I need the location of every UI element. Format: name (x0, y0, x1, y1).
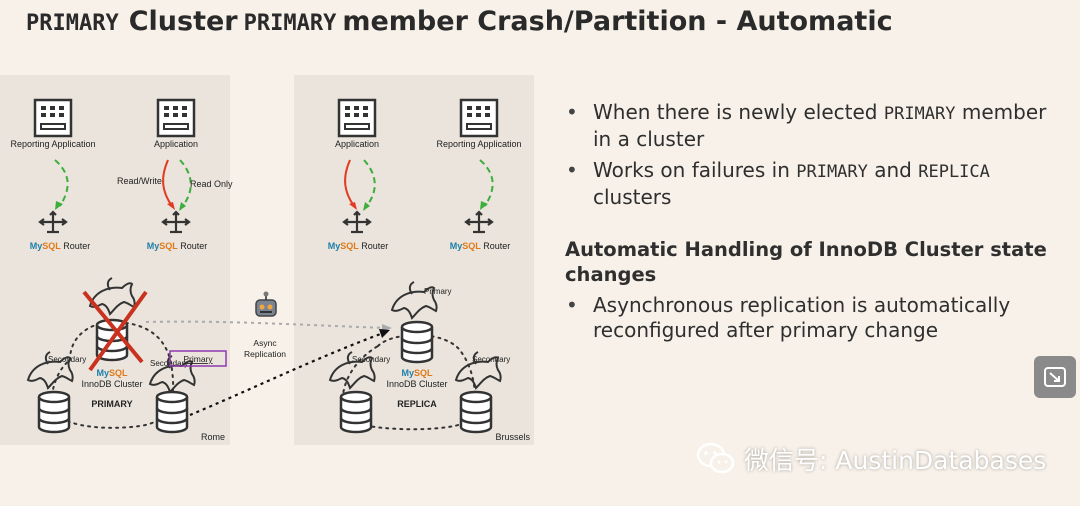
left-location: Rome (201, 432, 225, 442)
right-secondary-db-icon-1 (339, 390, 373, 434)
title-cluster: Cluster (128, 6, 238, 37)
watermark-text: 微信号: AustinDatabases (744, 446, 1047, 475)
right-app-reporting-label: Reporting Application (436, 139, 521, 149)
right-primary-label: Primary (424, 287, 452, 296)
right-router-label-1: MySQL Router (328, 241, 389, 251)
bullet-async-replication: Asynchronous replication is automaticall… (565, 293, 1070, 343)
left-secondary-db-icon-2 (155, 390, 189, 434)
right-readonly-edge (363, 159, 376, 208)
left-reporting-readonly-edge (54, 159, 69, 207)
left-readwrite-edge (162, 159, 173, 207)
title-rest: member Crash/Partition - Automatic (342, 6, 893, 37)
left-edge-readwrite-label: Read/Write (117, 176, 162, 186)
screen-expand-icon (1044, 367, 1066, 387)
application-icon (156, 98, 196, 138)
right-location: Brussels (495, 432, 530, 442)
right-application-icon (337, 98, 377, 138)
replication-label-line2: Replication (244, 349, 286, 359)
right-cluster-role: REPLICA (397, 399, 437, 409)
reporting-app-icon (33, 98, 73, 138)
left-app-reporting-label: Reporting Application (10, 139, 95, 149)
left-cluster-label: InnoDB Cluster (81, 379, 142, 389)
expand-button[interactable] (1034, 356, 1076, 398)
left-cluster-name: MySQL (96, 368, 128, 378)
right-secondary-db-icon-2 (459, 390, 493, 434)
right-cluster-name: MySQL (401, 368, 433, 378)
old-replication-line (145, 320, 389, 329)
left-secondary-db-icon-1 (37, 390, 71, 434)
title-primary-2: PRIMARY (243, 11, 337, 36)
subheading: Automatic Handling of InnoDB Cluster sta… (565, 238, 1047, 286)
robot-icon (255, 291, 277, 317)
failure-cross-icon (82, 290, 148, 372)
left-primary-box-label: Primary (183, 354, 213, 364)
left-router-label-2: MySQL Router (147, 241, 208, 251)
left-secondary-label-2: Secondary (150, 359, 188, 368)
left-cluster-role: PRIMARY (91, 399, 132, 409)
title-primary-1: PRIMARY (26, 11, 119, 36)
left-app-label: Application (154, 139, 198, 149)
architecture-diagram: Reporting Application Application Read/W… (0, 75, 534, 445)
left-edge-readonly-label: Read Only (190, 179, 233, 189)
right-cluster-label: InnoDB Cluster (386, 379, 447, 389)
right-router-label-2: MySQL Router (450, 241, 511, 251)
bullet-list: When there is newly elected PRIMARY memb… (565, 100, 1070, 349)
wechat-icon (696, 442, 735, 474)
watermark: 微信号: AustinDatabases (696, 441, 1046, 477)
right-primary-db-icon (400, 320, 434, 364)
right-app-label: Application (335, 139, 379, 149)
left-secondary-label-1: Secondary (48, 355, 86, 364)
bullet-new-primary: When there is newly elected PRIMARY memb… (565, 100, 1070, 152)
left-router-label-1: MySQL Router (30, 241, 91, 251)
left-new-primary-box (169, 350, 227, 367)
bullet-failures: Works on failures in PRIMARY and REPLICA… (565, 158, 1070, 210)
page-title: PRIMARY Cluster PRIMARY member Crash/Par… (26, 6, 893, 42)
replication-label-line1: Async (253, 338, 277, 348)
right-reporting-app-icon (459, 98, 499, 138)
right-readwrite-edge (344, 159, 355, 207)
right-reporting-readonly-edge (479, 159, 494, 207)
left-readonly-edge (179, 159, 192, 208)
